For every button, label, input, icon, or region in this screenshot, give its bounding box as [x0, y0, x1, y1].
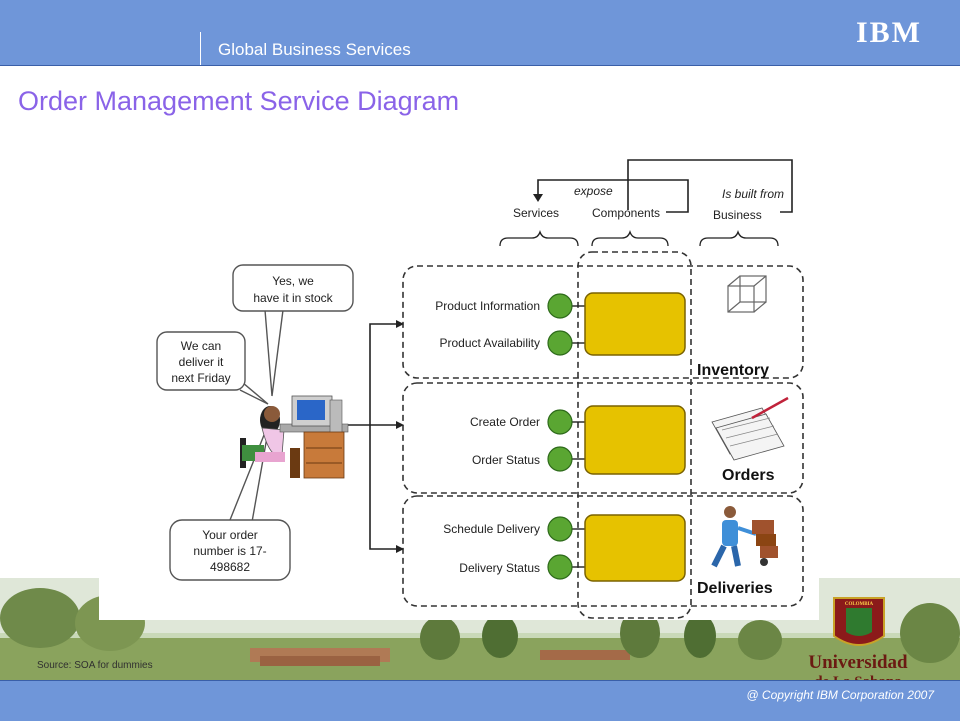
svg-text:have it in stock: have it in stock: [253, 291, 333, 305]
business-label-orders: Orders: [722, 467, 775, 484]
speech-bubble-order: Your order number is 17- 498682: [169, 419, 291, 581]
university-name-line1: Universidad: [808, 652, 908, 673]
expose-arrow-icon: [533, 194, 543, 202]
service-label: Delivery Status: [459, 561, 540, 575]
service-endpoint-icon: [547, 516, 573, 542]
service-endpoint-icon: [547, 409, 573, 435]
university-seal-icon: COLOMBIA: [833, 597, 885, 646]
svg-text:We can: We can: [181, 339, 221, 353]
document-stack-icon: [711, 396, 789, 461]
service-label: Order Status: [472, 453, 540, 467]
service-label: Create Order: [470, 415, 540, 429]
label-expose: expose: [574, 184, 613, 198]
label-business: Business: [713, 208, 762, 222]
request-arrows: [345, 323, 398, 550]
svg-text:Yes, we: Yes, we: [272, 274, 314, 288]
svg-text:deliver it: deliver it: [179, 355, 224, 369]
speech-bubble-deliver: We can deliver it next Friday: [156, 331, 269, 405]
speech-bubble-stock: Yes, we have it in stock: [232, 264, 354, 397]
call-center-agent-icon: [240, 395, 349, 479]
source-caption: Source: SOA for dummies: [37, 660, 153, 671]
header-bar: Global Business Services IBM: [0, 0, 960, 66]
business-label-deliveries: Deliveries: [697, 580, 773, 597]
svg-text:number is 17-: number is 17-: [193, 544, 266, 558]
service-label: Schedule Delivery: [443, 522, 540, 536]
page-title: Order Management Service Diagram: [18, 86, 460, 116]
service-endpoint-icon: [547, 330, 573, 356]
component-block: [584, 514, 686, 582]
service-endpoint-icon: [547, 293, 573, 319]
cube-icon: [727, 275, 767, 313]
ibm-logo: IBM: [856, 16, 922, 49]
service-endpoint-icon: [547, 446, 573, 472]
arrow-head-icons: [396, 320, 404, 553]
label-is-built-from: Is built from: [722, 187, 784, 201]
component-block: [584, 405, 686, 475]
svg-text:498682: 498682: [210, 560, 250, 574]
header-separator: [200, 32, 201, 65]
copyright-text: @ Copyright IBM Corporation 2007: [746, 688, 934, 702]
service-label: Product Information: [435, 299, 540, 313]
svg-text:COLOMBIA: COLOMBIA: [845, 602, 874, 607]
svg-text:Your order: Your order: [202, 528, 258, 542]
footer-bar: @ Copyright IBM Corporation 2007: [0, 680, 960, 721]
top-connector-lines: [537, 159, 793, 213]
label-services: Services: [513, 206, 559, 220]
service-endpoint-icon: [547, 554, 573, 580]
delivery-person-icon: [711, 506, 778, 568]
business-label-inventory: Inventory: [697, 362, 769, 379]
header-title: Global Business Services: [218, 40, 411, 59]
service-group-boxes: [402, 251, 804, 619]
svg-text:next Friday: next Friday: [171, 371, 230, 385]
component-block: [584, 292, 686, 356]
label-components: Components: [592, 206, 660, 220]
service-connectors: [572, 305, 586, 568]
service-label: Product Availability: [440, 336, 541, 350]
column-braces: [499, 229, 779, 247]
